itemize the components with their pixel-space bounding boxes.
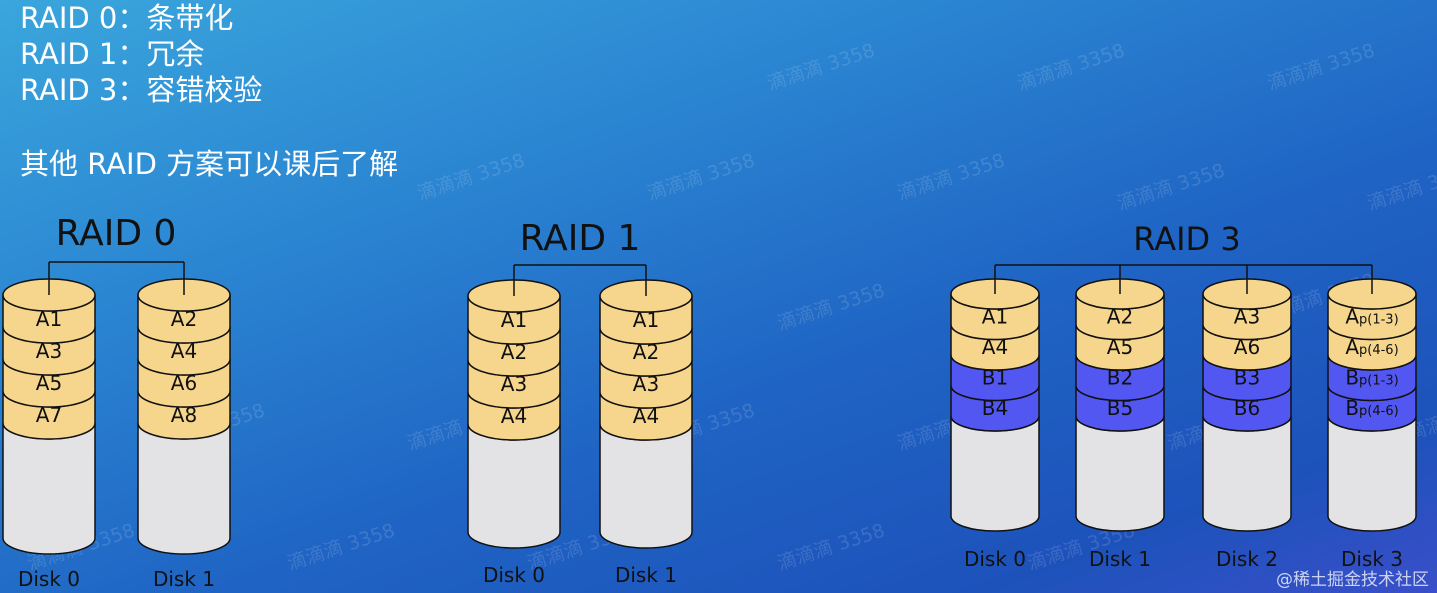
disk-empty-space	[2, 422, 96, 555]
disk-empty-space	[599, 423, 693, 549]
watermark-text: 滴滴滴 3358	[1115, 159, 1228, 214]
disk-label: Disk 0	[964, 547, 1026, 571]
block-label-subscript: p(4-6)	[1359, 404, 1399, 419]
intro-line-raid0: RAID 0：条带化	[20, 1, 234, 35]
diagram-title: RAID 1	[520, 218, 641, 259]
block-label-subscript: p(1-3)	[1359, 313, 1399, 328]
disk-label: Disk 1	[615, 563, 677, 587]
watermark-text: 滴滴滴 3358	[765, 39, 878, 94]
diagram-title: RAID 3	[1133, 220, 1240, 258]
intro-line-raid1: RAID 1：冗余	[20, 37, 205, 71]
disk-empty-space	[1202, 415, 1292, 532]
slide-text: RAID 0：条带化 RAID 1：冗余 RAID 3：容错校验 其他 RAID…	[20, 0, 398, 182]
watermark-text: 滴滴滴 3358	[285, 519, 398, 574]
disk-empty-space	[1327, 415, 1417, 532]
intro-note: 其他 RAID 方案可以课后了解	[20, 147, 399, 181]
watermark-text: 滴滴滴 3358	[775, 519, 888, 574]
block-label-subscript: p(4-6)	[1359, 343, 1399, 358]
disk-label: Disk 1	[1089, 547, 1151, 571]
disk-cylinder: Bp(4-6)Bp(1-3)Ap(4-6)Ap(1-3)	[1327, 278, 1417, 532]
block-label-subscript: p(1-3)	[1359, 374, 1399, 389]
watermark-text: 滴滴滴 3358	[895, 149, 1008, 204]
watermark-text: 滴滴滴 3358	[1365, 159, 1437, 214]
watermark-text: 滴滴滴 3358	[1015, 39, 1128, 94]
disk-empty-space	[1075, 415, 1165, 532]
credit-text: @稀土掘金技术社区	[1276, 570, 1429, 590]
disk-empty-space	[950, 415, 1040, 532]
disk-label: Disk 0	[483, 563, 545, 587]
diagram-title: RAID 0	[56, 213, 177, 254]
disk-empty-space	[467, 423, 561, 549]
disk-label: Disk 0	[18, 567, 80, 591]
watermark-text: 滴滴滴 3358	[645, 149, 758, 204]
watermark-text: 滴滴滴 3358	[775, 279, 888, 334]
disk-label: Disk 1	[153, 567, 215, 591]
watermark-text: 滴滴滴 3358	[1265, 39, 1378, 94]
disk-empty-space	[137, 422, 231, 555]
intro-line-raid3: RAID 3：容错校验	[20, 73, 263, 107]
watermark-text: 滴滴滴 3358	[415, 149, 528, 204]
disk-label: Disk 2	[1216, 547, 1278, 571]
disk-label: Disk 3	[1341, 547, 1403, 571]
